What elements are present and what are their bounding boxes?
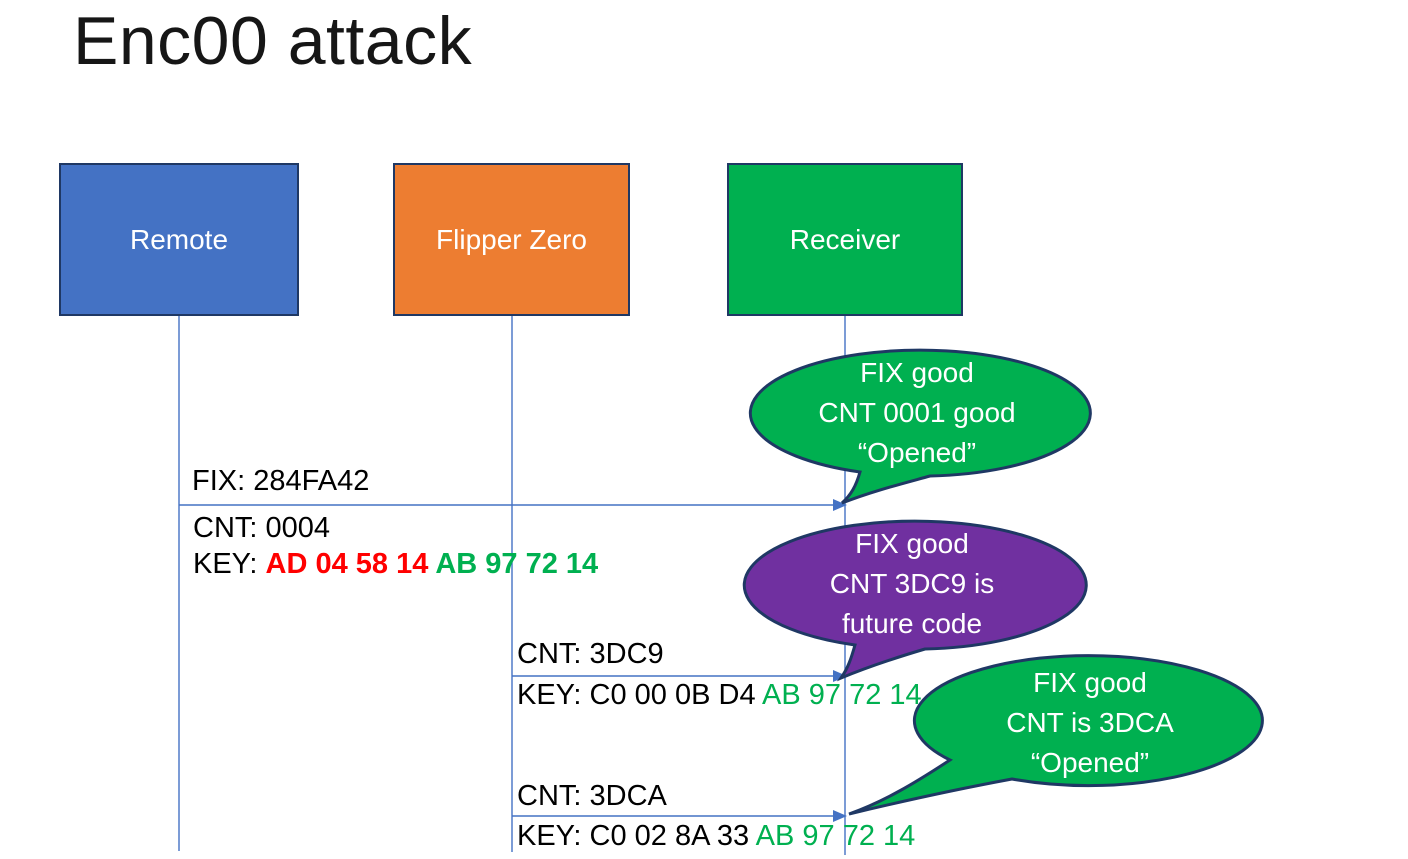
bubble1-line3: “Opened” <box>857 437 977 468</box>
actor-label-flipper-zero: Flipper Zero <box>436 223 587 255</box>
message1-cnt-text: CNT: 0004 <box>193 512 331 544</box>
message2-cnt-label: CNT: 3DC9 <box>517 636 664 672</box>
actor-label-receiver: Receiver <box>789 223 901 255</box>
bubble1-text: FIX good CNT 0001 good “Opened” <box>737 353 1097 473</box>
key-green-bytes: AB 97 72 14 <box>435 548 599 580</box>
key-prefix: KEY: <box>193 548 266 580</box>
arrowhead-right-icon <box>833 670 847 682</box>
bubble3-text: FIX good CNT is 3DCA “Opened” <box>910 663 1270 783</box>
actor-label-remote: Remote <box>129 223 229 255</box>
bubble2-text: FIX good CNT 3DC9 is future code <box>732 524 1092 644</box>
speech-bubble-green-1 <box>748 348 1092 505</box>
message2-key-label: KEY: C0 00 0B D4 AB 97 72 14 <box>517 677 922 713</box>
message-arrow-1 <box>179 499 847 511</box>
actor-box-receiver: Receiver <box>727 163 963 316</box>
arrowhead-right-icon <box>833 810 847 822</box>
message1-fix-text: FIX: 284FA42 <box>192 465 370 497</box>
message-arrow-3 <box>512 810 847 822</box>
key-prefix: KEY: C0 00 0B D4 <box>517 679 763 711</box>
arrowhead-right-icon <box>833 499 847 511</box>
bubble3-line1: FIX good <box>1033 667 1147 698</box>
actor-box-flipper-zero: Flipper Zero <box>393 163 630 316</box>
message1-cnt-label: CNT: 0004 <box>193 510 330 546</box>
key-prefix: KEY: C0 02 8A 33 <box>517 820 756 852</box>
bubble2-line1: FIX good <box>855 528 969 559</box>
message-arrow-2 <box>512 670 847 682</box>
speech-bubble-purple <box>742 519 1088 682</box>
message1-key-label: KEY: AD 04 58 14 AB 97 72 14 <box>193 546 598 582</box>
message2-cnt-text: CNT: 3DC9 <box>517 638 664 670</box>
bubble2-line2: CNT 3DC9 is <box>829 568 995 599</box>
message3-cnt-label: CNT: 3DCA <box>517 778 667 814</box>
key-green-bytes: AB 97 72 14 <box>762 679 922 711</box>
page-title: Enc00 attack <box>73 3 473 79</box>
bubble2-line3: future code <box>841 608 983 639</box>
message1-fix-label: FIX: 284FA42 <box>192 463 369 499</box>
bubble3-line3: “Opened” <box>1030 747 1150 778</box>
message3-cnt-text: CNT: 3DCA <box>517 780 667 812</box>
message3-key-label: KEY: C0 02 8A 33 AB 97 72 14 <box>517 818 915 854</box>
key-green-bytes: AB 97 72 14 <box>755 820 916 852</box>
key-red-bytes: AD 04 58 14 <box>265 548 436 580</box>
speech-bubble-green-2 <box>848 654 1264 816</box>
bubble1-line1: FIX good <box>860 357 974 388</box>
bubble3-line2: CNT is 3DCA <box>1006 707 1174 738</box>
bubble1-line2: CNT 0001 good <box>818 397 1016 428</box>
actor-box-remote: Remote <box>59 163 299 316</box>
